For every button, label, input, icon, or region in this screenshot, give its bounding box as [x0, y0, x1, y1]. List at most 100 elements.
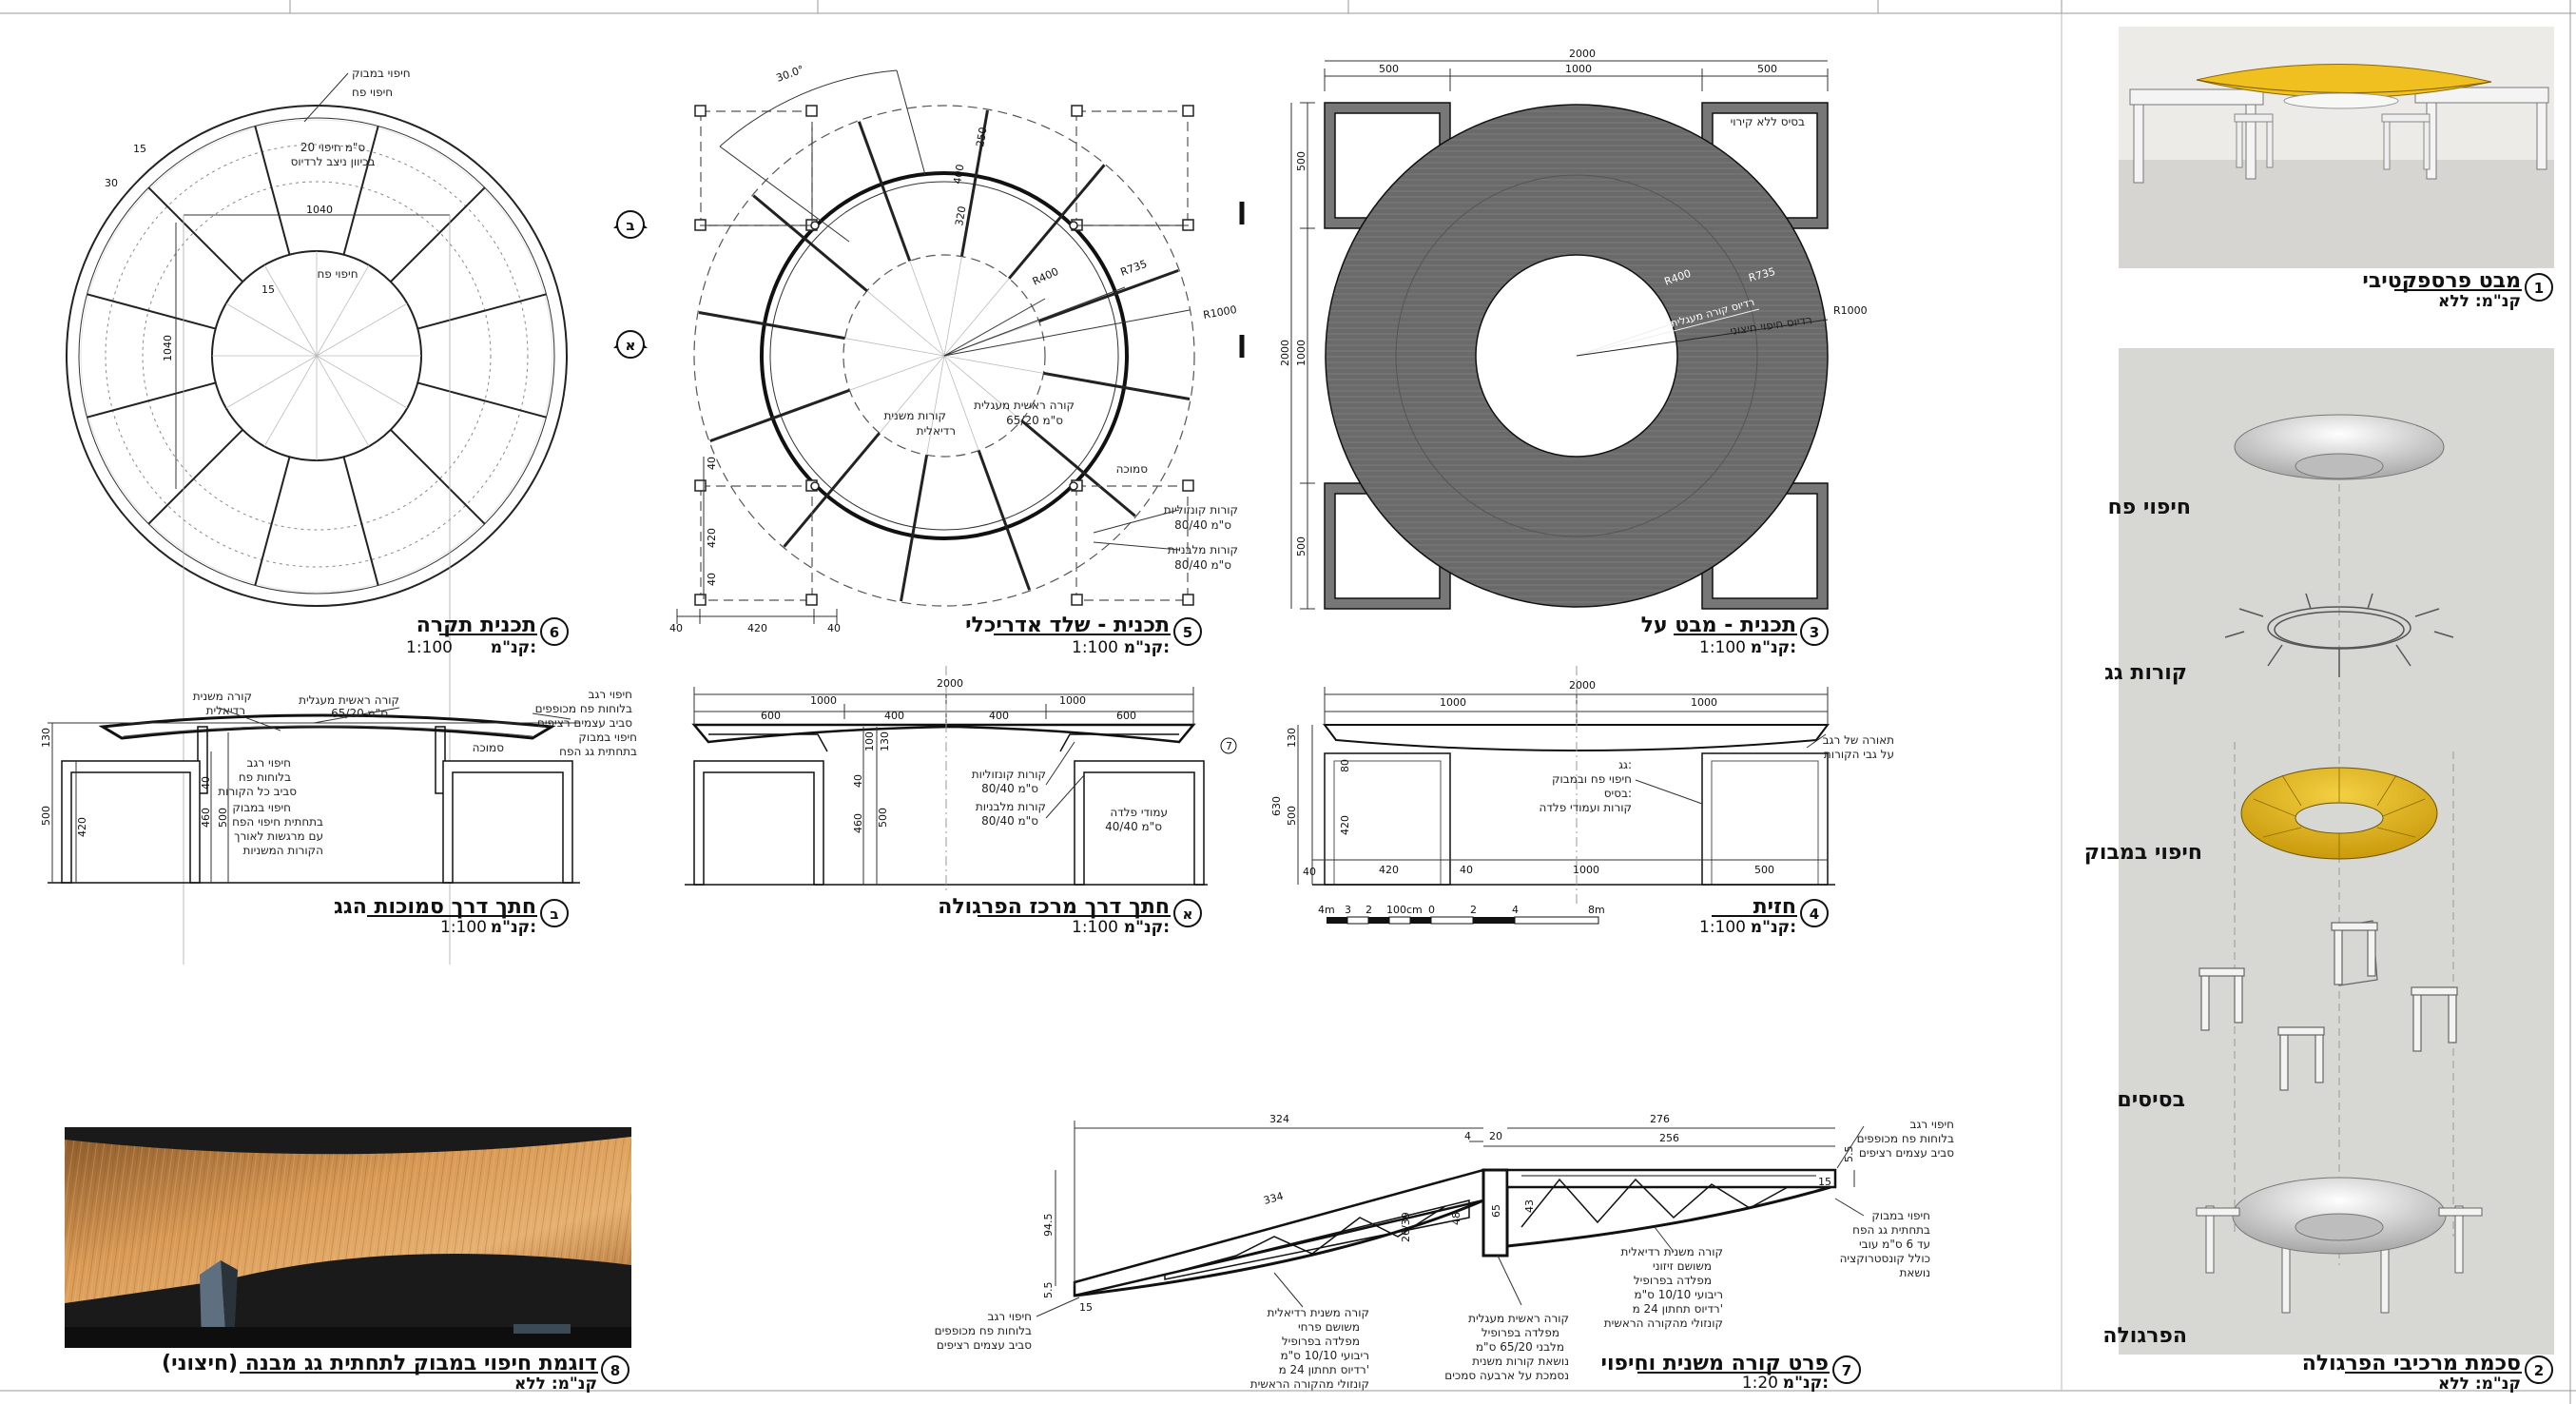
d7-note-bot2-4: נסמכת על ארבעה סמכים [1444, 1369, 1569, 1382]
structure-plan-drawing [693, 69, 1195, 607]
section-b-label: ב [626, 217, 634, 234]
d4-note-3: חיפוי פח ובמבוק [1552, 772, 1632, 786]
dA-dim-400a: 400 [884, 710, 904, 722]
scale-3: 3 [1345, 904, 1351, 916]
d3-sdim-500b: 500 [1295, 536, 1307, 556]
d7-dim-65: 65 [1490, 1204, 1502, 1218]
dB-note-16: סמוכה [473, 741, 505, 754]
d7-scale-prefix: קנ"מ: [1783, 1374, 1829, 1393]
dA-note-0: קורות קונזוליות [972, 768, 1046, 781]
d5-note-5: סמוכה [1116, 462, 1149, 476]
ceiling-radial-ribs [87, 126, 547, 586]
layer-label-pergola: הפרגולה [2102, 1324, 2187, 1348]
dA-dim-40: 40 [852, 774, 864, 788]
d7-dim-276: 276 [1650, 1113, 1670, 1125]
d4-dim-130: 130 [1286, 728, 1298, 748]
dB-note-4: חיפוי רגב [589, 688, 632, 701]
d5-dim-400: 400 [951, 164, 966, 185]
title-block-4: 4 חזית קנ"מ: 1:100 [1699, 895, 1829, 937]
title-block-1: 1 מבט פרספקטיבי קנ"מ: ללא [2362, 269, 2553, 311]
dA-scale-prefix: קנ"מ: [1124, 918, 1170, 937]
d5-dim-320: 320 [953, 205, 968, 227]
dB-note-10: בלוחות פח [239, 770, 291, 784]
d4-dim-500: 500 [1754, 864, 1774, 876]
d6-scale-prefix: קנ"מ: [491, 638, 536, 657]
dB-scale-prefix: קנ"מ: [491, 918, 536, 937]
d7-note-mid-2: מפלדה בפרופיל [1634, 1274, 1712, 1287]
d8-num: 8 [610, 1362, 620, 1379]
d4-dim-1000a: 1000 [1440, 696, 1466, 709]
d4-num: 4 [1810, 906, 1819, 923]
d7-dim-334: 334 [1262, 1190, 1285, 1207]
d5-note-9: 80/40 ס"מ [1174, 558, 1231, 572]
dA-dim-100: 100 [863, 731, 876, 751]
dA-ref: 7 [1226, 740, 1232, 752]
d4-dim-500v: 500 [1286, 806, 1298, 826]
d5-angle: 30.0° [775, 63, 806, 84]
d7-note-bot1-4: רדיוס תחתון 24 מ' [1279, 1363, 1369, 1376]
d7-dim-2639: 26/39 [1400, 1212, 1412, 1242]
d7-note-mid-1: משושם זיזוני [1653, 1259, 1712, 1273]
d7-note-right-4: נושאת [1900, 1266, 1930, 1279]
d4-scale-prefix: קנ"מ: [1751, 918, 1796, 937]
d7-dim-4: 4 [1464, 1130, 1471, 1142]
d5-dim-250: 250 [974, 127, 989, 148]
dB-dim-500: 500 [40, 806, 52, 826]
d7-scale: 1:20 [1742, 1374, 1778, 1393]
d4-note-5: קורות ועמודי פלדה [1540, 801, 1632, 814]
d4-dim-40b: 40 [1460, 864, 1473, 876]
d7-num: 7 [1842, 1362, 1851, 1379]
d2-num: 2 [2534, 1362, 2544, 1379]
d7-note-bot2-2: מלבני 65/20 ס"מ [1476, 1340, 1564, 1354]
dB-note-14: עם מרגשות לאורך [234, 829, 323, 843]
d7-note-right-0: חיפוי במבוק [1871, 1209, 1930, 1222]
bamboo-ceiling-photo [65, 1127, 631, 1348]
d4-note-2: גג: [1618, 758, 1632, 771]
d6-note-bamboo: חיפוי במבוק [352, 67, 411, 80]
d6-dim-e: 15 [261, 283, 275, 296]
d7-title: פרט קורה משנית וחיפוי [1601, 1352, 1829, 1375]
dA-title: חתך דרך מרכז הפרגולה [938, 895, 1170, 919]
dA-dim-1000a: 1000 [810, 694, 837, 707]
d8-scale: קנ"מ: ללא [514, 1375, 597, 1394]
d4-dim-420: 420 [1379, 864, 1399, 876]
dA-dim-2000: 2000 [937, 677, 963, 690]
d5-bottom-dims [676, 457, 838, 624]
dA-note-1: 80/40 ס"מ [981, 782, 1038, 795]
dA-note-3: 80/40 ס"מ [981, 814, 1038, 828]
d3-scale: 1:100 [1699, 638, 1746, 657]
d7-note-top-2: סביב עצמים רציפים [1859, 1146, 1954, 1160]
scale-4m: 4m [1318, 904, 1335, 916]
d6-note-cover: 20 ס"מ חיפוי [300, 141, 366, 154]
layer-label-bases: בסיסים [2117, 1088, 2185, 1112]
scale-bar [1327, 916, 1599, 925]
dA-dim-600a: 600 [761, 710, 781, 722]
dB-note-7: חיפוי במבוק [578, 731, 637, 744]
dB-note-13: בתחתית חיפוי הפח [232, 815, 323, 829]
d4-scale: 1:100 [1699, 918, 1746, 937]
scale-8m: 8m [1588, 904, 1605, 916]
dB-dim-40: 40 [200, 776, 212, 790]
d7-dim-20: 20 [1489, 1130, 1502, 1142]
dA-dim-500: 500 [877, 808, 889, 828]
d3-note-nocover: בסיס ללא קירוי [1731, 115, 1805, 128]
dB-title: חתך דרך סמוכות הגג [334, 895, 536, 919]
layer-label-metal: חיפוי פח [2108, 496, 2191, 519]
metal-cladding-layer [2234, 414, 2445, 480]
d7-note-left-2: סביב עצמים רציפים [937, 1338, 1032, 1352]
d4-title: חזית [1753, 895, 1796, 919]
d5-dim-420b: 420 [706, 528, 718, 548]
dB-scale: 1:100 [440, 918, 487, 937]
title-block-7: 7 פרט קורה משנית וחיפוי קנ"מ: 1:20 [1601, 1352, 1861, 1393]
d5-dim-40b: 40 [827, 622, 841, 634]
d5-r400: R400 [1031, 265, 1060, 288]
d6-note-metal: חיפוי פח [352, 86, 393, 99]
dB-dim-420: 420 [76, 817, 88, 837]
dA-dim-460: 460 [852, 813, 864, 833]
d3-r1000: R1000 [1833, 304, 1868, 317]
d5-r1000: R1000 [1202, 303, 1237, 322]
d1-scale: קנ"מ: ללא [2438, 292, 2521, 311]
dB-dim-130: 130 [40, 728, 52, 748]
d7-dim-15b: 15 [1818, 1176, 1831, 1188]
